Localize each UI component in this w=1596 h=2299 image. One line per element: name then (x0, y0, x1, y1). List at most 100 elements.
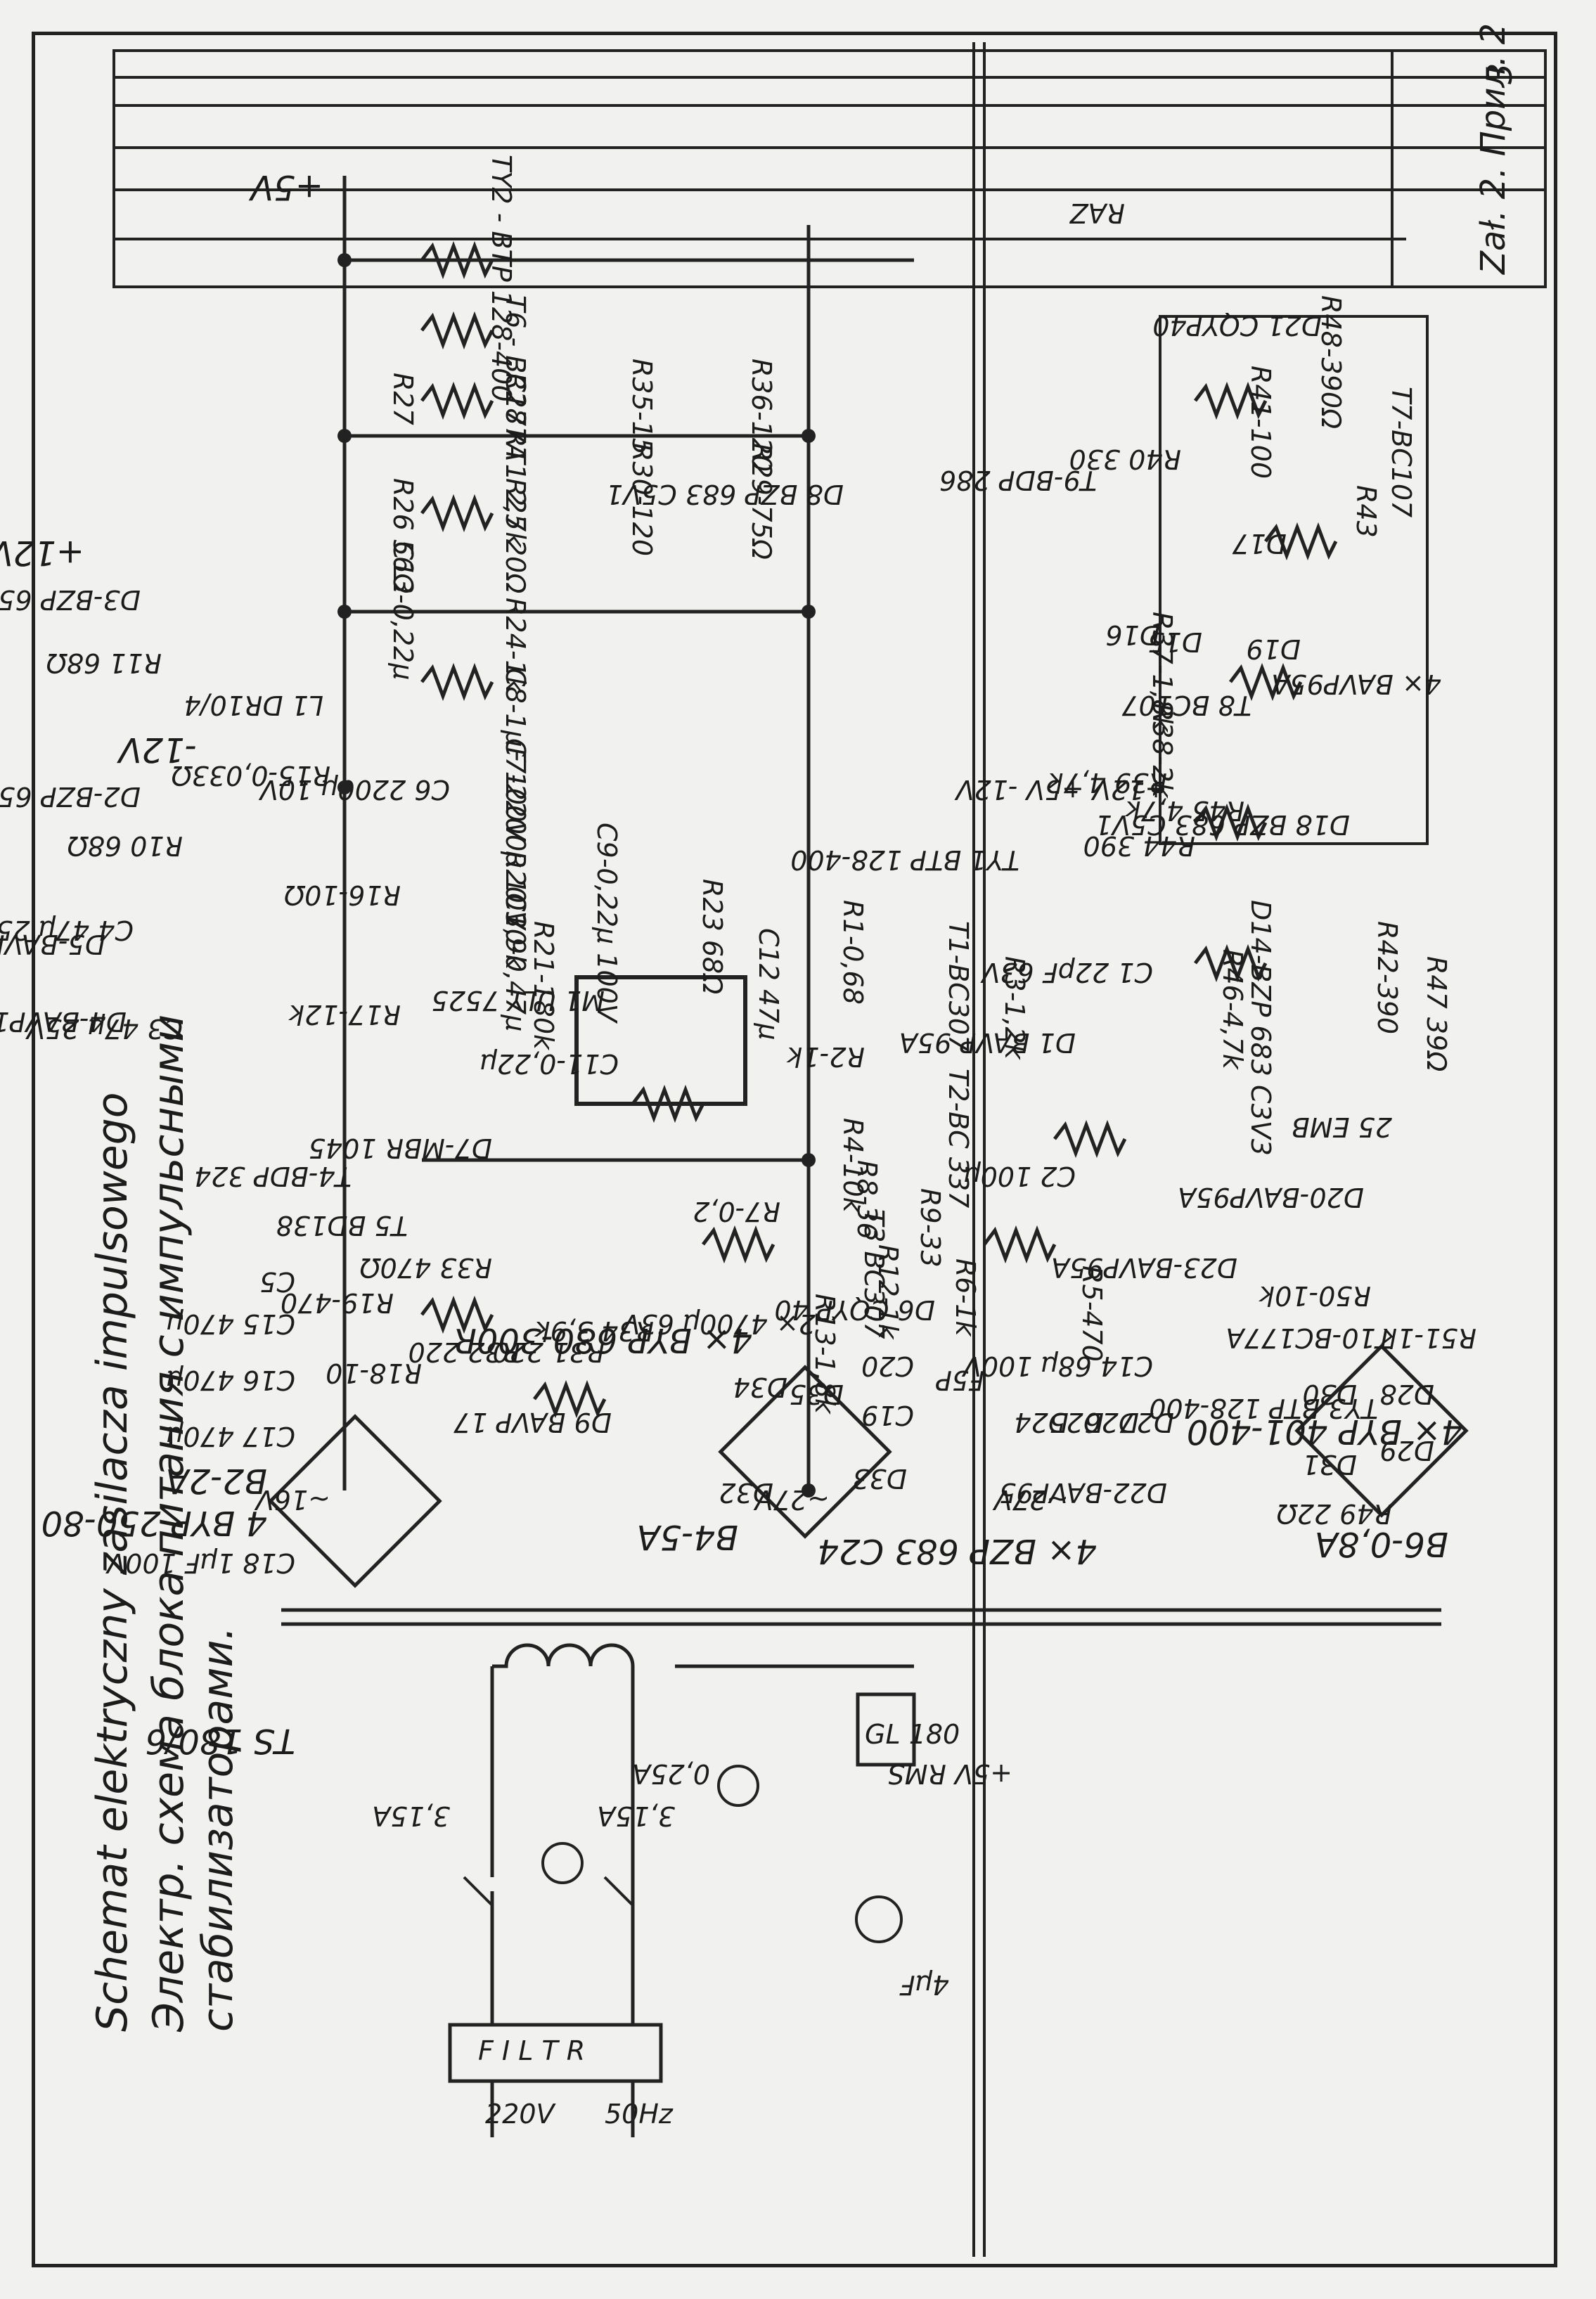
rail-minus12-label: -12V (117, 730, 197, 769)
label-raz: RAZ (1069, 198, 1125, 228)
supply-out-label: +5V RMS (888, 1758, 1012, 1789)
label-r28: R28 (500, 373, 531, 425)
label-ty1: TY1 BTP 128-400 (790, 844, 1019, 875)
label-c3: C3 47μ 25V (25, 1013, 183, 1044)
ic-m1-box (574, 975, 747, 1106)
label-r5: R5-470 (1076, 1266, 1107, 1362)
label-d4: D4-BAVP19 (0, 1006, 127, 1037)
label-emb: 25 EMB (1292, 1112, 1392, 1142)
label-r25: R25 20Ω (500, 478, 531, 593)
fuse-2-label: 3,15A (597, 1801, 675, 1831)
label-c15: C15 470μ (166, 1308, 295, 1339)
label-t7: T7-BC107 (1386, 387, 1417, 517)
indicator-lamp (717, 1765, 759, 1807)
label-r40: R40 330 (1069, 444, 1181, 475)
mains-voltage: 220V (485, 2099, 557, 2130)
label-d31: D31 (1302, 1449, 1357, 1480)
label-r1: R1-0,68 (837, 900, 868, 1005)
label-r51: R51-1k (1380, 1322, 1476, 1353)
label-r24: R24-1k (500, 598, 531, 694)
label-d35: D35 (789, 1379, 844, 1410)
label-t8: T8 BC107 (1121, 690, 1251, 721)
label-c10: C10-0,47μ (500, 893, 531, 1031)
component-labels: TY2 - BTP 128-400 T6 - BC177A R36-120 R3… (0, 155, 1476, 1578)
relay-box-label: GL 180 (865, 1719, 960, 1750)
label-r47: R47 39Ω (1421, 956, 1452, 1071)
bridge1-input: B2-2A (166, 1461, 267, 1500)
label-r8: R8-36 (851, 1160, 882, 1239)
label-c5: C5 (259, 1266, 295, 1297)
label-d29: D29 (1379, 1435, 1434, 1466)
fuse-1-label: 3,15A (372, 1801, 450, 1831)
label-4x-bavp95a: 4× BAVP95A (1271, 669, 1441, 700)
bridge-rectifiers (268, 1344, 1469, 1588)
label-c19: C19 (861, 1400, 914, 1431)
label-c4: C4 47μ 25V (0, 915, 134, 946)
label-r45: R45 4,7k (1124, 795, 1244, 826)
label-r41: R41-100 (1245, 366, 1276, 479)
label-r2: R2-1k (786, 1041, 865, 1072)
rail-plus5-label: +5V (248, 167, 323, 207)
bridge2-label: 4× BYP 680-300R (453, 1320, 752, 1360)
label-c14: C14 68μ 100V (961, 1351, 1153, 1382)
label-r34: R34 3,9k (534, 1315, 654, 1346)
label-c13: C13-0,22μ (387, 541, 418, 680)
label-l1: L1 DR10/4 (184, 690, 323, 721)
label-d28: D28 (1379, 1379, 1434, 1410)
label-c1: C1 22pF 63V (979, 957, 1153, 988)
label-t1: T1-BC307 (943, 921, 974, 1052)
label-t9: T9-BDP 286 (939, 465, 1097, 496)
label-d5: D5-BAVP19 (0, 929, 105, 960)
label-d3: D3-BZP 650C12 (0, 584, 141, 615)
label-d26: D26 (1084, 1407, 1139, 1438)
label-d33: D33 (852, 1463, 907, 1494)
ground-symbol (541, 1842, 584, 1884)
zener-group-label: 4× BZP 683 C24 (818, 1531, 1098, 1571)
filter-box (448, 2023, 663, 2083)
label-r46: R46-4,7k (1217, 949, 1248, 1071)
title-block-lines (112, 49, 1547, 288)
bridge1-ac: ~16V (254, 1484, 330, 1515)
label-r48: R48-390Ω (1315, 295, 1346, 429)
label-r18: R18-10 (326, 1358, 422, 1389)
filter-label: F I L T R (478, 2035, 585, 2066)
ic-m1-label: C11-0,22μ (480, 1048, 619, 1079)
rail-plus12-label: +12V (0, 533, 84, 572)
label-r37: R37-1,8k (1147, 612, 1178, 733)
bottom-strip (972, 42, 986, 2257)
label-c12: C12 47μ (753, 928, 784, 1041)
label-r35: R35-15 (626, 359, 657, 455)
label-c9: C9-0,22μ 100V (591, 823, 622, 1024)
page-ref-sheet: Zał. 2. Прил. 2 (1474, 23, 1513, 276)
label-t3: T3 BC307 (858, 1209, 889, 1339)
label-r6: R6-1k (950, 1258, 981, 1337)
label-d1: D1 BAVP 95A (899, 1027, 1076, 1058)
label-d20: D20-BAVP95A (1178, 1182, 1364, 1213)
label-ty2: TY2 - BTP 128-400 (486, 155, 517, 402)
label-r32: R32 220 (408, 1337, 520, 1367)
label-r50: R50-10k (1258, 1280, 1371, 1311)
rail-mix-label: +12V +5V -12V (954, 774, 1167, 805)
title-line-1: Schemat elektryczny zasilacza impulsoweg… (88, 1093, 137, 2032)
label-c8: C8-1μF 100V (500, 668, 531, 842)
label-d27: D27 (1119, 1407, 1174, 1438)
label-d23: D23-BAVP95A (1051, 1252, 1237, 1283)
label-d9: D9 BAVP 17 (453, 1407, 612, 1438)
label-r36: R36-120 (746, 359, 777, 472)
label-r29: R29-75Ω (746, 443, 777, 560)
relay-box (856, 1692, 916, 1767)
label-r15: R15-0,033Ω (172, 760, 330, 791)
bridge2-input: B4-5A (637, 1517, 738, 1557)
label-d19: D19 (1246, 633, 1301, 664)
label-r49: R49 22Ω (1277, 1498, 1392, 1529)
label-r31: R31 220 (493, 1337, 605, 1367)
label-r23: R23 68Ω (697, 879, 728, 994)
label-r4: R4-10k (837, 1118, 868, 1214)
title-line-2: Электр. схема блока питания с импульсным… (144, 1015, 193, 2033)
label-d25: D25 (1049, 1407, 1104, 1438)
label-rt1: RT1 2,7k (500, 429, 531, 548)
label-d14: D14-BZP 683 C3V3 (1245, 900, 1276, 1156)
page-number: 3 (1481, 63, 1520, 84)
